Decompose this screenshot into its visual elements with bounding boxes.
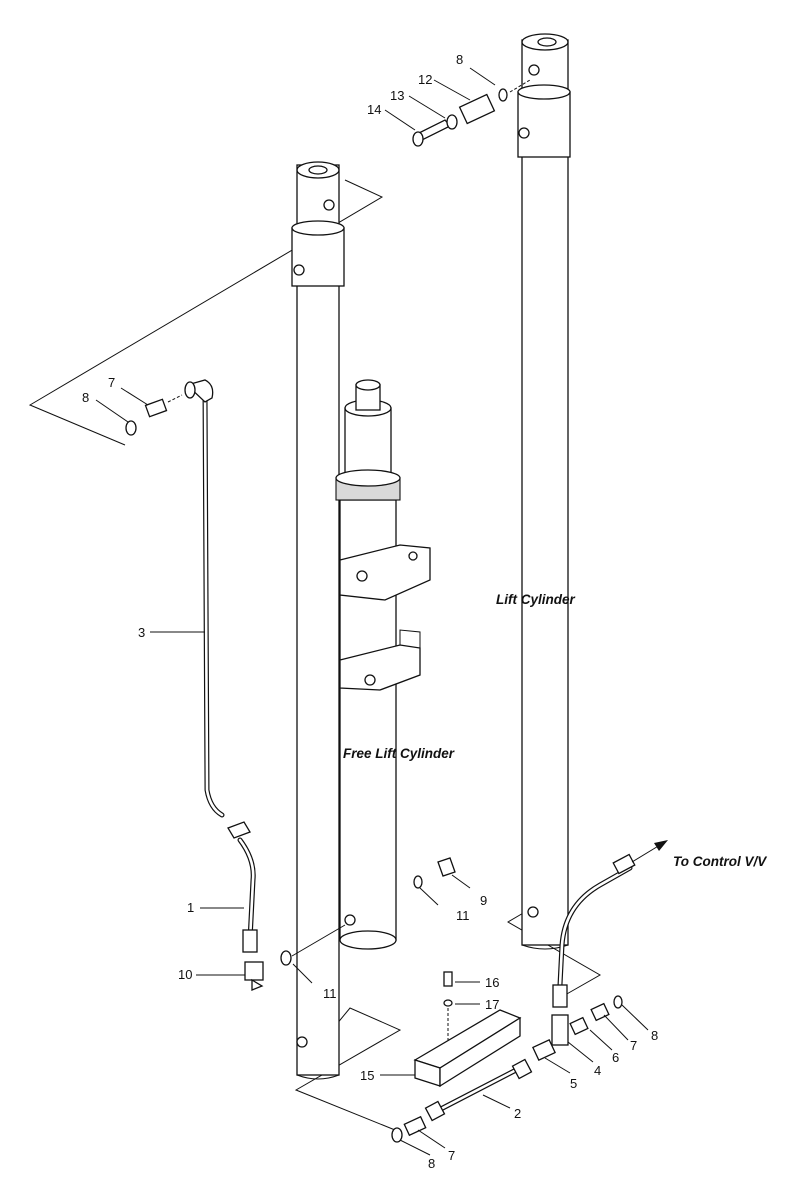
callout-8: 8 xyxy=(82,390,89,405)
callout-15: 15 xyxy=(360,1068,374,1083)
callout-11: 11 xyxy=(456,908,470,923)
free-lift-cylinder-label: Free Lift Cylinder xyxy=(343,746,455,761)
callout-11: 11 xyxy=(323,986,337,1001)
elbow-fitting-10 xyxy=(244,924,346,991)
lift-cylinder xyxy=(517,33,571,950)
plane-bottom-left xyxy=(294,1007,402,1131)
free-lift-cylinder xyxy=(335,379,431,950)
callout-6: 6 xyxy=(612,1050,619,1065)
top-bolt-assembly xyxy=(412,79,531,147)
hose-2 xyxy=(424,1058,533,1122)
leader-lines xyxy=(95,67,649,1156)
callout-17: 17 xyxy=(485,997,499,1012)
plane-upper-left xyxy=(28,179,384,446)
lift-cylinder-label: Lift Cylinder xyxy=(496,592,575,607)
fitting-9 xyxy=(413,857,456,889)
arrow-to-control-valve-icon xyxy=(654,840,668,851)
callout-16: 16 xyxy=(485,975,499,990)
callout-1: 1 xyxy=(187,900,194,915)
bracket-15 xyxy=(413,971,522,1088)
callout-3: 3 xyxy=(138,625,145,640)
callout-8: 8 xyxy=(456,52,463,67)
callout-5: 5 xyxy=(570,1076,577,1091)
callout-8: 8 xyxy=(651,1028,658,1043)
callout-7: 7 xyxy=(448,1148,455,1163)
to-control-valve-label: To Control V/V xyxy=(673,854,767,869)
fitting-bottom-left xyxy=(391,1115,427,1143)
rear-lift-cylinder xyxy=(291,161,345,1080)
callout-7: 7 xyxy=(630,1038,637,1053)
callout-13: 13 xyxy=(390,88,404,103)
callout-14: 14 xyxy=(367,102,381,117)
hose-1 xyxy=(227,821,258,953)
callout-2: 2 xyxy=(514,1106,521,1121)
callout-4: 4 xyxy=(594,1063,601,1078)
callout-9: 9 xyxy=(480,893,487,908)
callout-7: 7 xyxy=(108,375,115,390)
tee-fitting-4 xyxy=(532,995,623,1062)
hose-to-control-valve xyxy=(552,840,668,1008)
callout-12: 12 xyxy=(418,72,432,87)
callout-8: 8 xyxy=(428,1156,435,1171)
callout-10: 10 xyxy=(178,967,192,982)
fitting-upper-left xyxy=(125,394,183,436)
hose-3 xyxy=(184,379,225,818)
